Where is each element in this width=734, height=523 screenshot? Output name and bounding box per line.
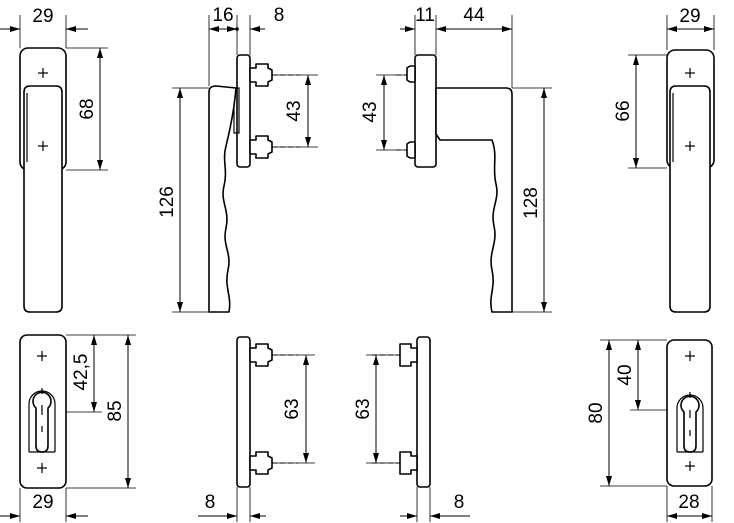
fixing-stud [249,451,273,475]
fixing-stud [406,65,416,83]
dim-bottom-front-right-height: 80 [586,402,607,423]
dim-top-front-left-width: 29 [32,6,53,27]
rose-plate [414,54,437,168]
fixing-stud [249,135,273,159]
rose-plate [236,54,251,168]
dim-top-front-right-width: 29 [679,6,700,27]
dim-top-side-right-spacing: 43 [360,101,381,122]
view-front-right-escutcheon: 80 40 28 [586,339,713,522]
dim-top-side-left-spindle: 8 [274,5,285,26]
dim-bottom-side-left-thickness: 8 [205,492,216,513]
dim-top-side-left-spacing: 43 [284,100,305,121]
escutcheon-plate-profile [416,336,431,488]
dim-bottom-front-left-height: 85 [105,400,126,421]
dim-bottom-front-right-half: 40 [615,364,636,385]
fixing-stud [249,63,273,87]
handle-lever-profile [208,85,237,313]
handle-lever-profile [435,87,513,313]
fixing-stud [249,343,273,367]
fixing-stud [399,451,418,475]
handle-lever [23,85,63,313]
dim-top-side-right-rose: 11 [415,5,435,26]
dim-top-side-right-handle-length: 128 [521,187,542,219]
fixing-stud [399,343,418,367]
dim-bottom-side-left-spacing: 63 [282,398,303,419]
dim-bottom-front-right-width: 28 [678,492,699,513]
dim-bottom-front-left-half: 42,5 [71,354,92,391]
dim-top-front-left-rose-height: 68 [77,98,98,119]
profile-cylinder-hole-icon [680,395,700,453]
dim-top-side-left-rose: 16 [212,5,233,26]
escutcheon-plate-profile [236,336,251,488]
dim-bottom-side-right-spacing: 63 [353,398,374,419]
dim-top-side-left-handle-length: 126 [157,186,178,218]
dim-bottom-front-left-width: 29 [32,492,53,513]
view-front-left-handle: 29 68 [0,6,108,313]
dim-top-front-right-rose-height: 66 [613,100,634,121]
view-side-right-handle: 11 44 43 128 [360,5,552,313]
view-side-left-escutcheon: 63 8 [198,336,315,522]
fixing-stud [406,141,416,159]
dim-top-side-right-projection: 44 [463,5,485,26]
view-front-left-escutcheon: 42,5 85 29 [0,334,136,522]
profile-cylinder-hole-icon [32,391,52,453]
view-front-right-handle: 29 66 [613,6,715,313]
view-side-right-escutcheon: 63 8 [353,336,470,522]
view-side-left-handle: 16 8 126 43 [157,5,318,313]
dim-bottom-side-right-thickness: 8 [454,492,465,513]
handle-lever [669,85,711,313]
